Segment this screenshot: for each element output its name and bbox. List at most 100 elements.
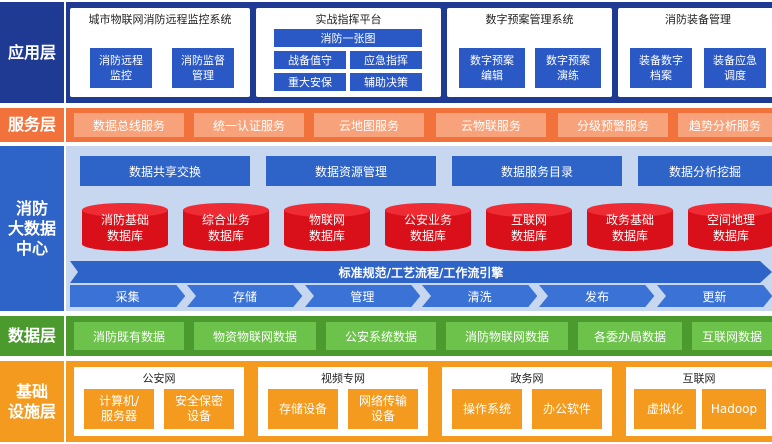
database-cylinder: 综合业务数据库 <box>181 202 271 252</box>
app-box: 消防一张图 <box>274 29 422 47</box>
process-step: 管理 <box>304 285 420 307</box>
center-function-box: 数据分析挖掘 <box>638 156 772 186</box>
infra-box: 存储设备 <box>268 389 338 429</box>
database-cylinder: 消防基础数据库 <box>80 202 170 252</box>
database-icon <box>183 203 269 251</box>
process-step: 采集 <box>70 285 186 307</box>
app-box: 消防监督管理 <box>172 48 234 88</box>
service-content: 数据总线服务 统一认证服务 云地图服务 云物联服务 分级预警服务 趋势分析服务 <box>66 108 772 142</box>
process-step: 存储 <box>187 285 303 307</box>
app-group-digital-plan: 数字预案管理系统 数字预案编辑 数字预案演练 <box>447 8 612 97</box>
data-layer: 数据层 消防既有数据 物资物联网数据 公安系统数据 消防物联网数据 各委办局数据… <box>0 316 772 356</box>
infra-group-gov-net: 政务网 操作系统 办公软件 <box>442 367 612 436</box>
center-function-box: 数据共享交换 <box>80 156 250 186</box>
app-content: 城市物联网消防远程监控系统 消防远程监控 消防监督管理 实战指挥平台 消防一张图… <box>66 2 772 103</box>
infra-label-line: 基础 <box>15 381 48 401</box>
standard-bar: 标准规范/工艺流程/工作流引擎 <box>70 261 772 283</box>
infra-box: 办公软件 <box>532 389 602 429</box>
process-step: 更新 <box>656 285 772 307</box>
infrastructure-layer: 基础 设施层 公安网 计算机/服务器 安全保密设备 视频专网 存储设备 网络传输… <box>0 361 772 442</box>
data-source-box: 各委办局数据 <box>578 322 682 350</box>
database-cylinder: 政务基础数据库 <box>585 202 675 252</box>
service-box: 云物联服务 <box>436 113 546 137</box>
app-group-title: 城市物联网消防远程监控系统 <box>88 13 232 26</box>
app-box: 重大安保 <box>274 73 346 91</box>
layer-label-data: 数据层 <box>0 316 64 356</box>
layer-label-center: 消防 大数据 中心 <box>0 146 64 311</box>
database-label: 空间地理数据库 <box>706 213 755 243</box>
layer-label-infra: 基础 设施层 <box>0 361 64 442</box>
infra-group-title: 政务网 <box>510 372 544 385</box>
service-box: 趋势分析服务 <box>678 113 772 137</box>
process-step: 发布 <box>539 285 655 307</box>
process-step-label: 清洗 <box>467 290 492 304</box>
chevron-icon <box>70 285 186 307</box>
data-source-box: 物资物联网数据 <box>194 322 316 350</box>
data-source-box: 互联网数据 <box>692 322 772 350</box>
big-data-center: 消防 大数据 中心 数据共享交换 数据资源管理 数据服务目录 数据分析挖掘 消防… <box>0 146 772 311</box>
database-icon <box>284 203 370 251</box>
center-function-box: 数据资源管理 <box>266 156 436 186</box>
service-box: 数据总线服务 <box>74 113 184 137</box>
process-step-label: 采集 <box>115 290 140 304</box>
chevron-icon <box>539 285 655 307</box>
data-content: 消防既有数据 物资物联网数据 公安系统数据 消防物联网数据 各委办局数据 互联网… <box>66 316 772 356</box>
app-group-remote-monitoring: 城市物联网消防远程监控系统 消防远程监控 消防监督管理 <box>70 8 250 97</box>
center-content: 数据共享交换 数据资源管理 数据服务目录 数据分析挖掘 消防基础数据库 综合业务数… <box>66 146 772 311</box>
app-box: 数字预案编辑 <box>459 48 525 88</box>
database-icon <box>486 203 572 251</box>
service-box: 分级预警服务 <box>558 113 668 137</box>
app-group-equipment: 消防装备管理 装备数字档案 装备应急调度 <box>618 8 772 97</box>
infra-group-title: 互联网 <box>682 372 716 385</box>
infra-content: 公安网 计算机/服务器 安全保密设备 视频专网 存储设备 网络传输设备 政务网 … <box>66 361 772 442</box>
app-box: 装备数字档案 <box>630 48 692 88</box>
process-step-label: 发布 <box>584 290 609 304</box>
center-function-box: 数据服务目录 <box>452 156 622 186</box>
standard-bar-arrow-icon <box>70 261 772 283</box>
app-group-title: 实战指挥平台 <box>315 13 382 26</box>
infra-box: Hadoop <box>702 389 766 429</box>
app-group-command-platform: 实战指挥平台 消防一张图 战备值守 应急指挥 重大安保 辅助决策 <box>256 8 441 97</box>
data-source-box: 公安系统数据 <box>326 322 436 350</box>
database-icon <box>385 203 471 251</box>
app-group-title: 消防装备管理 <box>665 13 731 26</box>
data-source-box: 消防物联网数据 <box>446 322 568 350</box>
process-step-label: 存储 <box>232 290 257 304</box>
center-label-line: 消防 <box>15 198 48 218</box>
database-icon <box>688 203 772 251</box>
center-label-line: 中心 <box>15 238 48 258</box>
app-box: 装备应急调度 <box>704 48 766 88</box>
infra-box: 操作系统 <box>452 389 522 429</box>
database-icon <box>587 203 673 251</box>
infra-group-internet: 互联网 虚拟化 Hadoop <box>626 367 772 436</box>
data-source-box: 消防既有数据 <box>74 322 184 350</box>
infra-group-video-net: 视频专网 存储设备 网络传输设备 <box>258 367 428 436</box>
app-box: 应急指挥 <box>350 51 422 69</box>
app-box: 辅助决策 <box>350 73 422 91</box>
database-cylinder: 物联网数据库 <box>282 202 372 252</box>
infra-label-line: 设施层 <box>7 401 56 421</box>
database-cylinder: 公安业务数据库 <box>383 202 473 252</box>
infra-box: 网络传输设备 <box>348 389 418 429</box>
process-step-label: 更新 <box>702 290 727 304</box>
service-box: 统一认证服务 <box>194 113 304 137</box>
center-label-line: 大数据 <box>7 218 56 238</box>
infra-group-title: 公安网 <box>142 372 176 385</box>
chevron-icon <box>304 285 420 307</box>
app-box: 数字预案演练 <box>535 48 601 88</box>
database-label: 消防基础数据库 <box>100 213 149 243</box>
process-step: 清洗 <box>422 285 538 307</box>
infra-box: 安全保密设备 <box>164 389 234 429</box>
database-cylinder: 互联网数据库 <box>484 202 574 252</box>
chevron-icon <box>187 285 303 307</box>
standard-bar-text: 标准规范/工艺流程/工作流引擎 <box>338 266 504 280</box>
chevron-icon <box>422 285 538 307</box>
app-box: 战备值守 <box>274 51 346 69</box>
database-label: 物联网数据库 <box>308 213 345 243</box>
process-step-label: 管理 <box>350 290 375 304</box>
app-group-title: 数字预案管理系统 <box>485 13 574 26</box>
database-label: 公安业务数据库 <box>403 213 452 243</box>
chevron-icon <box>656 285 772 307</box>
service-box: 云地图服务 <box>314 113 424 137</box>
database-icon <box>82 203 168 251</box>
